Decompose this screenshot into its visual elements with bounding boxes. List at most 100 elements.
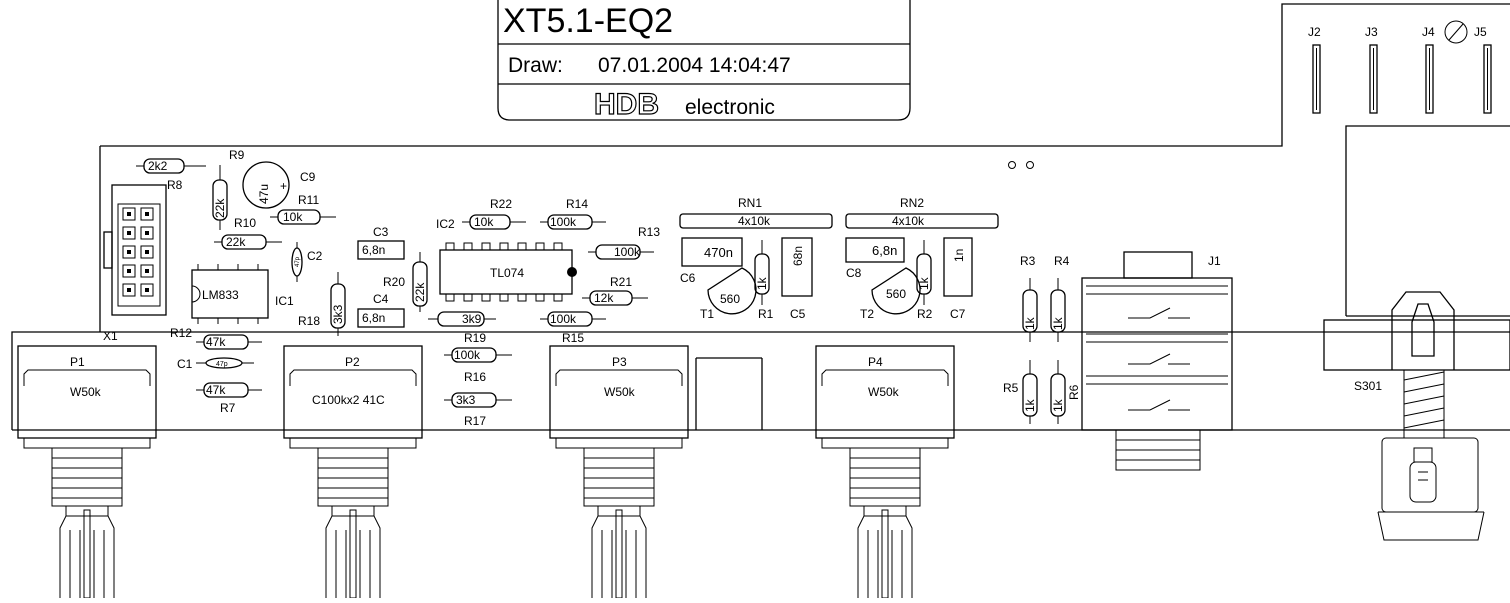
r8-label: R8 bbox=[167, 178, 183, 192]
resistor-r17: 3k3 R17 bbox=[444, 392, 512, 428]
board-outline bbox=[11, 3, 1510, 431]
capacitor-c7: 1n C7 bbox=[943, 237, 973, 321]
r12-value: 47k bbox=[206, 335, 226, 349]
capacitor-c5: 68n C5 bbox=[781, 237, 813, 321]
ground-symbol-icon bbox=[1444, 20, 1468, 44]
r16-value: 100k bbox=[454, 348, 481, 362]
jack-j1: J1 bbox=[1081, 251, 1233, 471]
resistor-r13: 100k R13 bbox=[588, 225, 660, 260]
c6-label: C6 bbox=[680, 271, 696, 285]
r9-label: R9 bbox=[229, 148, 245, 162]
resistor-r6: 1k R6 bbox=[1050, 360, 1081, 424]
drawing-title: XT5.1-EQ2 bbox=[503, 2, 673, 40]
r13-value: 100k bbox=[614, 245, 641, 259]
r4-value: 1k bbox=[1051, 316, 1065, 330]
connector-j5: J5 bbox=[1474, 25, 1492, 114]
pot-p3: P3 W50k bbox=[549, 345, 689, 599]
resistor-r19: 3k9 R19 bbox=[428, 311, 496, 345]
r2-value: 1k bbox=[917, 276, 931, 290]
connector-j4: J4 bbox=[1422, 25, 1435, 114]
r10-label: R10 bbox=[234, 216, 256, 230]
connector-j3: J3 bbox=[1365, 25, 1378, 114]
r5-label: R5 bbox=[1003, 381, 1019, 395]
r7-label: R7 bbox=[220, 401, 236, 415]
resistor-r20: 22k R20 bbox=[383, 252, 428, 312]
p4-value: W50k bbox=[868, 385, 900, 399]
r18-value: 3k3 bbox=[331, 304, 345, 324]
ground-symbol-slash bbox=[1448, 23, 1464, 41]
r11-value: 10k bbox=[283, 210, 303, 224]
p2-label: P2 bbox=[345, 355, 360, 369]
resistor-r7: 47k R7 bbox=[196, 382, 262, 415]
t2-value: 560 bbox=[886, 287, 906, 301]
capacitor-c6: 470n C6 bbox=[680, 237, 743, 285]
r20-value: 22k bbox=[413, 282, 427, 302]
resistor-r12: 47k R12 bbox=[170, 326, 262, 350]
c5-value: 68n bbox=[791, 246, 805, 266]
r21-value: 12k bbox=[594, 291, 614, 305]
r1-label: R1 bbox=[758, 307, 774, 321]
r12-label: R12 bbox=[170, 326, 192, 340]
mounting-hole bbox=[1026, 161, 1034, 169]
r15-value: 100k bbox=[550, 312, 577, 326]
mounting-hole bbox=[1008, 161, 1016, 169]
company-name: electronic bbox=[685, 96, 775, 119]
ic2-value: TL074 bbox=[490, 266, 524, 280]
connector-j2: J2 bbox=[1308, 25, 1321, 114]
transistor-t2: 560 T2 bbox=[860, 267, 921, 321]
r6-value: 1k bbox=[1051, 398, 1065, 412]
resistor-r3: 1k R3 bbox=[1020, 254, 1038, 342]
transistor-t1: 560 T1 bbox=[700, 267, 757, 321]
c9-value: 47u bbox=[257, 184, 271, 204]
j1-label: J1 bbox=[1208, 254, 1221, 268]
ic2-tl074: TL074 IC2 bbox=[436, 217, 577, 302]
c2-label: C2 bbox=[307, 249, 323, 263]
resistor-r18: 3k3 R18 bbox=[298, 272, 346, 336]
r2-label: R2 bbox=[917, 307, 933, 321]
capacitor-c4: 6,8n C4 bbox=[357, 292, 405, 328]
capacitor-c1: 47p C1 bbox=[177, 357, 254, 371]
resistor-network-rn2: 4x10k RN2 bbox=[845, 196, 999, 229]
p3-value: W50k bbox=[604, 385, 636, 399]
ic2-label: IC2 bbox=[436, 217, 455, 231]
resistor-r10: 22k R10 bbox=[214, 216, 282, 250]
resistor-r8: 2k2 R8 bbox=[136, 158, 206, 192]
c4-label: C4 bbox=[373, 292, 389, 306]
p3-label: P3 bbox=[612, 355, 627, 369]
s301-label: S301 bbox=[1354, 379, 1382, 393]
c4-value: 6,8n bbox=[362, 311, 385, 325]
ic1-value: LM833 bbox=[202, 288, 239, 302]
r9-value: 22k bbox=[213, 198, 227, 218]
r20-label: R20 bbox=[383, 275, 405, 289]
r10-value: 22k bbox=[226, 235, 246, 249]
j2-label: J2 bbox=[1308, 25, 1321, 39]
t1-label: T1 bbox=[700, 307, 714, 321]
c8-value: 6,8n bbox=[872, 243, 897, 258]
capacitor-c3: 6,8n C3 bbox=[357, 225, 405, 260]
r3-label: R3 bbox=[1020, 254, 1036, 268]
c7-value: 1n bbox=[952, 249, 966, 262]
company-logo: HDB bbox=[594, 88, 659, 121]
c5-label: C5 bbox=[790, 307, 806, 321]
c7-label: C7 bbox=[950, 307, 966, 321]
pot-p2: P2 C100kx2 41C bbox=[283, 345, 423, 599]
r16-label: R16 bbox=[464, 370, 486, 384]
t1-value: 560 bbox=[720, 292, 740, 306]
p1-value: W50k bbox=[70, 385, 102, 399]
switch-s301: S301 bbox=[1323, 125, 1510, 541]
pot-p4: P4 W50k bbox=[815, 345, 955, 599]
rn2-value: 4x10k bbox=[892, 214, 925, 228]
resistor-r5: 1k R5 bbox=[1003, 360, 1038, 424]
title-block: XT5.1-EQ2 Draw: 07.01.2004 14:04:47 HDB … bbox=[497, 0, 911, 122]
resistor-r16: 100k R16 bbox=[444, 347, 512, 384]
r21-label: R21 bbox=[610, 275, 632, 289]
r19-label: R19 bbox=[464, 331, 486, 345]
r15-label: R15 bbox=[562, 331, 584, 345]
resistor-r14: 100k R14 bbox=[540, 197, 606, 230]
c3-label: C3 bbox=[373, 225, 389, 239]
resistor-r11: 10k R11 bbox=[270, 193, 336, 225]
r17-label: R17 bbox=[464, 414, 486, 428]
r18-label: R18 bbox=[298, 314, 320, 328]
draw-datetime: 07.01.2004 14:04:47 bbox=[598, 54, 791, 77]
